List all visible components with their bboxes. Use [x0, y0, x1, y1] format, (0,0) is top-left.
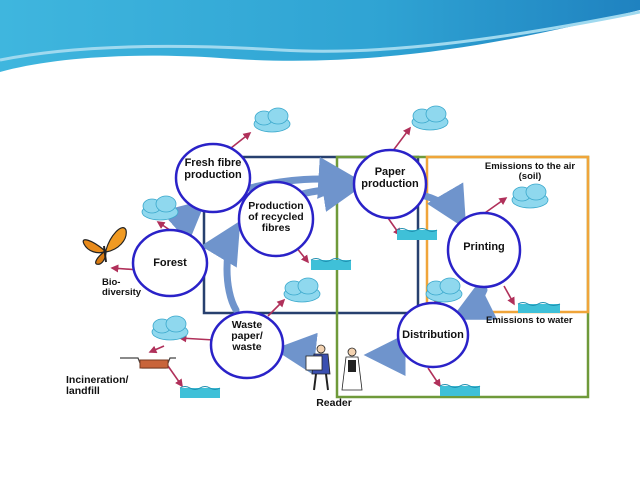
- cloud-icon: [141, 195, 179, 221]
- reader-icon: [305, 344, 363, 391]
- label-emissions-air: Emissions to the air (soil): [484, 161, 576, 182]
- node-fresh-fibre: [174, 142, 252, 214]
- water-icon: [396, 228, 438, 240]
- node-recycled: [237, 180, 315, 258]
- water-icon: [179, 386, 221, 398]
- label-paper-production: Paper production: [361, 166, 419, 190]
- cloud-icon: [411, 105, 449, 131]
- cloud-icon: [511, 183, 549, 209]
- label-emissions-water: Emissions to water: [486, 315, 573, 326]
- label-forest: Forest: [153, 257, 187, 269]
- label-biodiversity: Bio-diversity: [102, 277, 142, 298]
- label-waste: Waste paper/ waste: [231, 319, 263, 354]
- clouds: [141, 105, 549, 341]
- label-distribution: Distribution: [402, 329, 464, 341]
- label-printing: Printing: [463, 241, 505, 253]
- water-icon: [439, 384, 481, 396]
- label-reader: Reader: [316, 397, 352, 409]
- cloud-icon: [151, 315, 189, 341]
- node-circles: [131, 142, 522, 380]
- node-paper-production: [352, 148, 428, 220]
- node-forest: [131, 228, 209, 298]
- label-fresh-fibre: Fresh fibre production: [184, 157, 242, 181]
- node-printing: [446, 211, 522, 289]
- label-incineration: Incineration/ landfill: [66, 374, 129, 398]
- node-waste: [209, 310, 285, 380]
- landfill-icon: [120, 357, 176, 369]
- label-recycled: Production of recycled fibres: [248, 200, 304, 235]
- cloud-icon: [283, 277, 321, 303]
- water-icon: [310, 258, 352, 270]
- water-icon: [517, 302, 561, 313]
- water-patches: [179, 228, 561, 398]
- cloud-icon: [425, 277, 463, 303]
- header-swoosh: [0, 0, 640, 72]
- node-distribution: [396, 301, 470, 369]
- cloud-icon: [253, 107, 291, 133]
- butterfly-icon: [82, 227, 127, 265]
